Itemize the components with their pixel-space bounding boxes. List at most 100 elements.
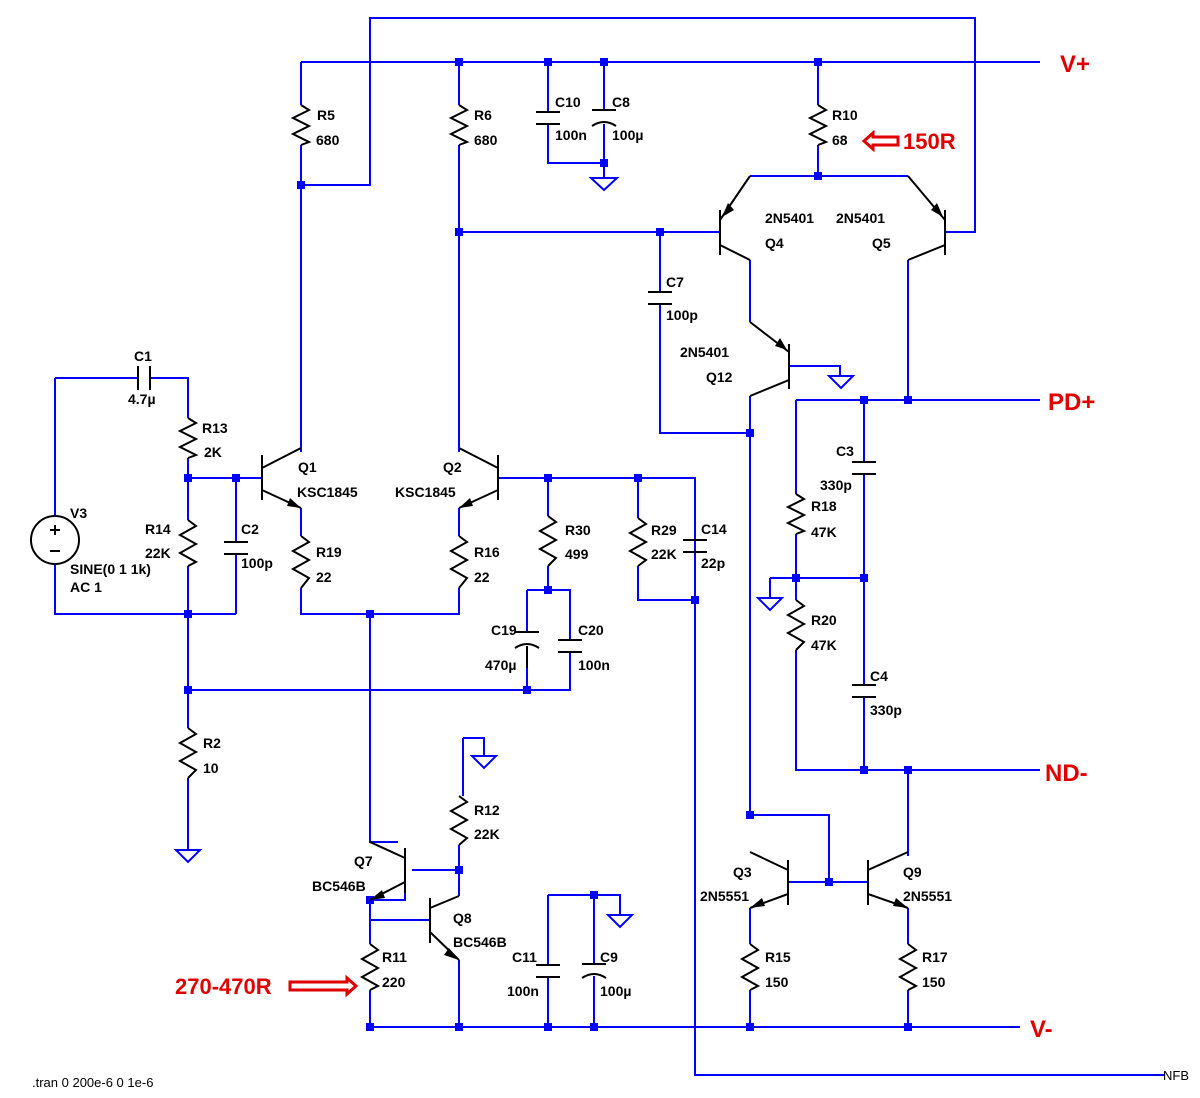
r19-value: 22	[316, 569, 332, 585]
r17-name: R17	[922, 949, 948, 965]
wires	[54, 17, 1165, 1076]
junction	[455, 1023, 463, 1031]
r6-value: 680	[474, 132, 498, 148]
junction	[860, 396, 868, 404]
q1-model: KSC1845	[297, 484, 358, 500]
resistor-r14	[177, 519, 199, 567]
q8-arrow	[444, 948, 459, 960]
resistor-r30	[537, 515, 559, 567]
q5-model: 2N5401	[836, 210, 885, 226]
resistor-r6	[448, 104, 470, 146]
q8-name: Q8	[453, 910, 472, 926]
junction	[746, 811, 754, 819]
wire-r29	[637, 478, 695, 601]
resistor-r12	[448, 795, 470, 846]
wire-ltp-emitters	[300, 508, 460, 615]
q4-arrow	[722, 203, 734, 217]
ground-symbol	[605, 914, 635, 929]
transistor-q4	[719, 175, 751, 261]
c9-value: 100µ	[600, 983, 631, 999]
q8-body	[429, 895, 460, 961]
r14-name: R14	[145, 521, 171, 537]
c3-value: 330p	[820, 477, 852, 493]
wire-r10	[750, 62, 908, 177]
r16-name: R16	[474, 544, 500, 560]
r11-name: R11	[382, 949, 407, 965]
wire-q1-base	[187, 458, 262, 479]
junction	[600, 58, 608, 66]
capacitor-c9	[581, 963, 607, 979]
capacitor-c11	[536, 964, 560, 978]
c2-value: 100p	[241, 555, 273, 571]
transistor-q9	[867, 851, 909, 909]
wire-q12-base-gnd	[789, 365, 841, 376]
transistor-q2	[458, 447, 499, 509]
wire-mirror-diode	[750, 814, 830, 882]
capacitor-c3	[852, 461, 876, 475]
r13-name: R13	[202, 420, 228, 436]
q5-name: Q5	[872, 235, 891, 251]
r11-value: 220	[382, 974, 406, 990]
junction	[544, 58, 552, 66]
c19-value: 470µ	[485, 657, 516, 673]
v3-ac: AC 1	[70, 579, 102, 595]
junction	[792, 574, 800, 582]
ground-symbol	[755, 597, 785, 612]
resistor-r20	[785, 599, 807, 651]
junction	[297, 181, 305, 189]
voltage-source-v3	[30, 515, 80, 565]
wire-r12	[412, 737, 485, 896]
q9-arrow	[893, 898, 908, 908]
note-r11-change: 270-470R	[175, 974, 272, 999]
net-label-nfb: NFB	[1163, 1068, 1189, 1083]
v3-function: SINE(0 1 1k)	[70, 561, 151, 577]
junction	[746, 1023, 754, 1031]
capacitor-c8	[591, 109, 617, 127]
c3-name: C3	[836, 443, 854, 459]
net-label-vminus: V-	[1030, 1016, 1053, 1043]
q2-model: KSC1845	[395, 484, 456, 500]
r12-name: R12	[474, 802, 500, 818]
junction	[544, 1023, 552, 1031]
capacitor-c7	[648, 291, 672, 305]
c7-name: C7	[666, 274, 684, 290]
q5-body	[907, 175, 946, 261]
resistor-r15	[739, 943, 761, 991]
q8-model: BC546B	[453, 934, 507, 950]
resistor-r18	[785, 493, 807, 535]
r20-value: 47K	[811, 637, 837, 653]
q3-body	[749, 851, 789, 909]
junction	[523, 686, 531, 694]
wire-source	[54, 378, 236, 615]
c4-name: C4	[870, 668, 888, 684]
q1-body	[261, 447, 302, 509]
junction	[656, 228, 664, 236]
c11-name: C11	[512, 949, 537, 965]
r2-value: 10	[203, 760, 219, 776]
r30-name: R30	[565, 522, 591, 538]
q12-arrow	[775, 338, 787, 350]
c4-value: 330p	[870, 702, 902, 718]
grounds	[173, 177, 856, 929]
c1-name: C1	[134, 348, 152, 364]
q2-name: Q2	[443, 459, 462, 475]
transistor-q12	[749, 321, 790, 397]
r5-value: 680	[316, 132, 340, 148]
q3-name: Q3	[733, 864, 752, 880]
r10-value: 68	[832, 132, 848, 148]
q9-body	[867, 851, 909, 909]
resistor-r29	[627, 517, 649, 567]
junction	[544, 474, 552, 482]
arrow-r10-icon	[861, 129, 900, 153]
capacitor-c14	[683, 539, 707, 553]
note-r10-change: 150R	[903, 129, 956, 154]
junction	[455, 58, 463, 66]
wire-c19-c20-top	[526, 589, 571, 640]
v3-name: V3	[70, 505, 87, 521]
arrow-r11-icon	[288, 974, 359, 998]
wire-q5-base-loop	[301, 17, 976, 233]
q4-name: Q4	[765, 235, 784, 251]
r29-value: 22K	[651, 546, 677, 562]
q9-model: 2N5551	[903, 888, 952, 904]
wire-tail	[369, 614, 398, 843]
